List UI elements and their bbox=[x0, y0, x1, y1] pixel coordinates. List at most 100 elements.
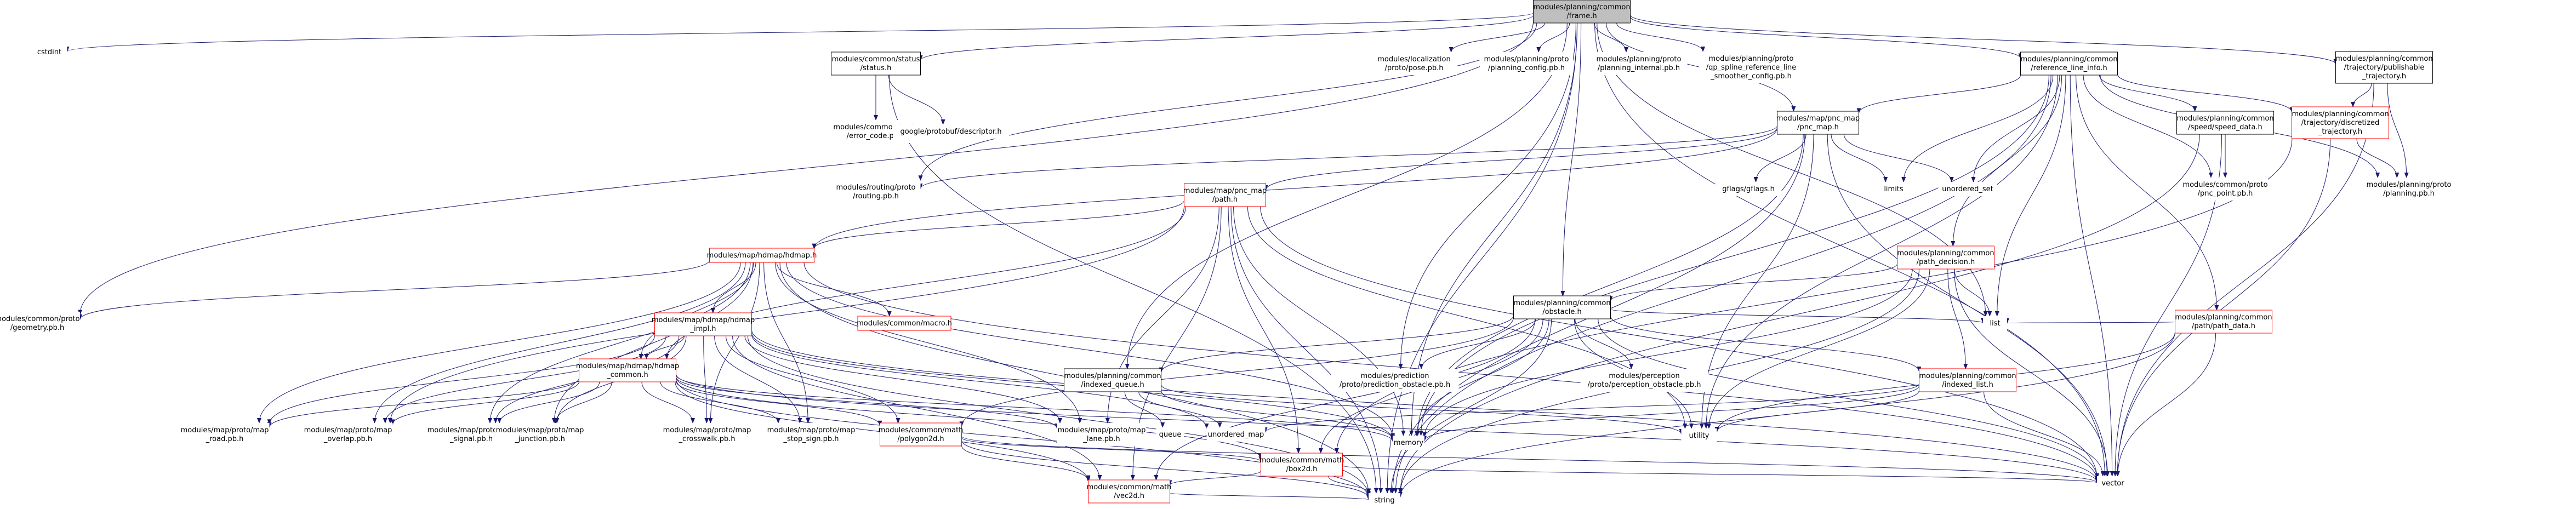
node-impl[interactable]: modules/map/hdmap/hdmap_impl.h bbox=[652, 312, 755, 336]
edge-vec-to-string bbox=[1170, 493, 1371, 500]
node-label: modules/map/proto/map bbox=[428, 426, 516, 434]
edge-root-to-routing bbox=[918, 22, 1537, 181]
node-label: gflags/gflags.h bbox=[1722, 185, 1775, 193]
edge-root-to-rli bbox=[1630, 16, 2023, 59]
edge-hcommon-to-stopsign bbox=[660, 381, 780, 424]
node-pathdec[interactable]: modules/planning/common/path_decision.h bbox=[1897, 245, 1994, 270]
edge-il-to-utility bbox=[1714, 390, 1919, 433]
node-macro[interactable]: modules/common/macro.h bbox=[857, 316, 952, 331]
edge-pathdec-to-memory bbox=[1422, 268, 1913, 438]
edge-rli-to-list bbox=[1994, 75, 2066, 317]
edge-pncmap-to-gflags bbox=[1753, 134, 1806, 182]
edge-pubtraj-to-vector bbox=[2115, 83, 2374, 477]
edge-pathdec-to-obst bbox=[1608, 264, 1897, 302]
node-label: google/protobuf/descriptor.h bbox=[900, 128, 1001, 136]
node-path[interactable]: modules/map/pnc_map/path.h bbox=[1183, 183, 1267, 207]
edge-hcommon-to-memory bbox=[676, 375, 1395, 442]
node-label: list bbox=[1990, 319, 2000, 328]
node-label: modules/common/math bbox=[1087, 483, 1172, 491]
node-memory: memory bbox=[1393, 436, 1424, 450]
node-pubtraj[interactable]: modules/planning/common/trajectory/publi… bbox=[2335, 51, 2433, 84]
edge-status-to-string bbox=[889, 75, 1378, 494]
edge-root-to-pubtraj bbox=[1630, 15, 2338, 65]
node-vec[interactable]: modules/common/math/vec2d.h bbox=[1087, 479, 1172, 504]
edge-poly-to-vec bbox=[961, 445, 1091, 481]
node-uset: unordered_set bbox=[1938, 182, 1997, 196]
edge-rli-to-limits bbox=[1901, 75, 2054, 182]
node-speed[interactable]: modules/planning/common/speed/speed_data… bbox=[2176, 111, 2274, 135]
node-label: vector bbox=[2101, 479, 2124, 488]
node-box bbox=[1261, 453, 1343, 477]
node-box bbox=[1184, 183, 1266, 207]
edge-hdmap-to-overlap bbox=[372, 262, 746, 424]
edge-impl-to-hcommon bbox=[644, 335, 685, 359]
node-label: string bbox=[1374, 496, 1394, 505]
node-label: queue bbox=[1159, 431, 1182, 439]
edge-pncmap-to-routing bbox=[918, 125, 1777, 189]
node-box bbox=[579, 358, 676, 382]
node-label: modules/map/hdmap/hdmap.h bbox=[707, 251, 817, 260]
node-label: modules/map/hdmap/hdmap bbox=[576, 362, 679, 370]
node-box bbox=[31, 45, 67, 59]
node-label: utility bbox=[1689, 432, 1709, 440]
edge-il-to-vector bbox=[1984, 391, 2105, 477]
edge-root-to-cstdint bbox=[65, 12, 1534, 53]
node-status[interactable]: modules/common/status/status.h bbox=[831, 52, 921, 76]
edge-pncmap-to-hdmap bbox=[812, 128, 1777, 249]
node-pncmap[interactable]: modules/map/pnc_map/pnc_map.h bbox=[1776, 111, 1860, 135]
node-il[interactable]: modules/planning/common/indexed_list.h bbox=[1919, 368, 2016, 392]
node-label: _road.pb.h bbox=[206, 435, 244, 443]
node-box bbox=[1480, 52, 1573, 75]
node-label: /vec2d.h bbox=[1114, 492, 1144, 500]
edge-obst-to-predpb bbox=[1419, 318, 1536, 369]
node-label: modules/common/proto bbox=[2182, 181, 2267, 189]
node-label: modules/planning/common bbox=[2175, 313, 2272, 322]
edge-rli-to-vector bbox=[2070, 75, 2115, 477]
node-pncpoint: modules/common/proto/pnc_point.pb.h bbox=[2182, 178, 2268, 201]
node-label: _junction.pb.h bbox=[514, 435, 565, 443]
node-box bbox=[0, 312, 80, 335]
node-box bbox=[2182, 178, 2268, 201]
node-iq[interactable]: modules/planning/common/indexed_queue.h bbox=[1064, 368, 1161, 392]
node-vector: vector bbox=[2097, 476, 2129, 490]
node-poly[interactable]: modules/common/math/polygon2d.h bbox=[879, 422, 964, 447]
node-label: /proto/pose.pb.h bbox=[1384, 64, 1443, 72]
node-label: _stop_sign.pb.h bbox=[783, 435, 839, 443]
node-box bbox=[2175, 310, 2272, 334]
node-label: _trajectory.h bbox=[2362, 72, 2406, 81]
node-box bbox=[1371, 52, 1457, 75]
edge-obst-to-string bbox=[1389, 318, 1552, 494]
node-box[interactable]: modules/common/math/box2d.h bbox=[1259, 453, 1344, 477]
node-disc[interactable]: modules/planning/common/trajectory/discr… bbox=[2292, 106, 2389, 139]
node-list: list bbox=[1983, 316, 2007, 330]
node-hdmap[interactable]: modules/map/hdmap/hdmap.h bbox=[707, 248, 817, 263]
node-label: modules/planning/common bbox=[2335, 55, 2432, 63]
edge-hcommon-to-signal bbox=[497, 381, 600, 424]
node-box bbox=[1064, 368, 1161, 392]
node-box bbox=[1331, 369, 1459, 392]
node-hcommon[interactable]: modules/map/hdmap/hdmap_common.h bbox=[576, 358, 679, 382]
node-box bbox=[1777, 111, 1859, 135]
edge-root-to-qp bbox=[1616, 22, 1706, 52]
node-box bbox=[1088, 479, 1170, 504]
edge-obst-to-vec bbox=[1154, 318, 1536, 481]
node-label: /trajectory/publishable bbox=[2344, 64, 2425, 72]
node-label: /indexed_queue.h bbox=[1081, 381, 1144, 389]
edge-obst-to-vector bbox=[1598, 318, 2099, 479]
edge-pathdec-to-list bbox=[1954, 268, 1992, 317]
nodes: modules/planning/common/frame.hcstdintmo… bbox=[0, 0, 2452, 505]
node-label: /speed/speed_data.h bbox=[2188, 123, 2262, 131]
edge-rli-to-pathdec bbox=[1951, 75, 2062, 247]
node-label: modules/common/status bbox=[832, 55, 920, 64]
node-rli[interactable]: modules/planning/common/reference_line_i… bbox=[2020, 52, 2118, 76]
node-box bbox=[1513, 295, 1611, 319]
node-box bbox=[1715, 182, 1782, 196]
edge-root-to-pint bbox=[1594, 22, 1628, 53]
node-obst[interactable]: modules/planning/common/obstacle.h bbox=[1513, 295, 1611, 319]
node-label: modules/planning/proto bbox=[1484, 55, 1569, 64]
node-root[interactable]: modules/planning/common/frame.h bbox=[1533, 0, 1631, 24]
edge-impl-to-overlap bbox=[383, 335, 666, 424]
node-label: modules/planning/proto bbox=[1709, 55, 1794, 63]
node-pathdata[interactable]: modules/planning/common/path/path_data.h bbox=[2175, 310, 2272, 334]
edge-root-to-iq bbox=[1125, 22, 1568, 369]
